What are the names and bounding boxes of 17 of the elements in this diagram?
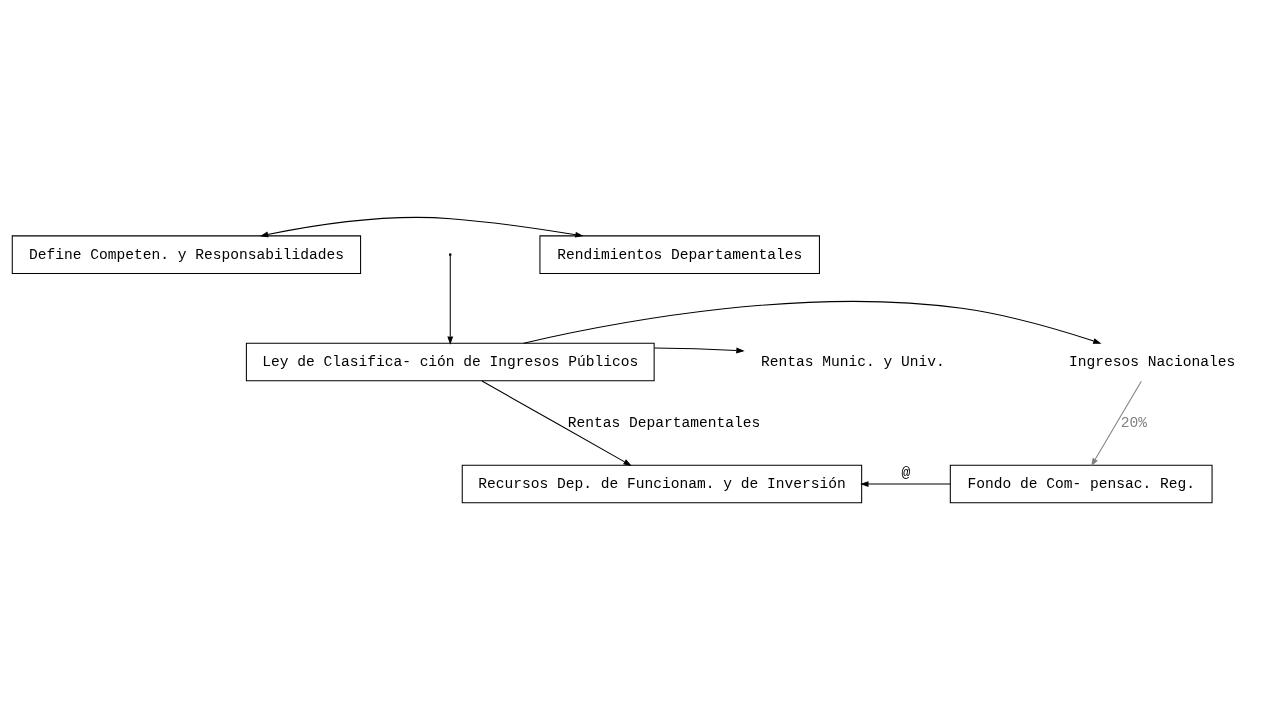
arrow	[481, 380, 632, 466]
node-box: Fondo de Com- pensac. Reg.	[949, 464, 1213, 503]
arrow	[447, 254, 454, 345]
arrow	[653, 346, 745, 353]
node-text: Ingresos Nacionales	[1068, 353, 1236, 370]
node-box: Define Competen. y Responsabilidades	[11, 234, 362, 274]
arrow	[860, 480, 951, 487]
edge-label: 20%	[1120, 414, 1147, 431]
arrow	[523, 300, 1102, 344]
edge-label: Rentas Departamentales	[567, 414, 761, 431]
node-box: Ley de Clasifica- ción de Ingresos Públicos	[245, 342, 655, 381]
node-text: Rentas Munic. y Univ.	[760, 353, 945, 370]
node-box: Recursos Dep. de Funcionam. y de Inversión	[461, 464, 863, 503]
arrow	[1091, 380, 1142, 466]
edge-label: @	[901, 464, 911, 481]
arrow	[259, 216, 584, 238]
node-box: Rendimientos Departamentales	[539, 234, 820, 274]
